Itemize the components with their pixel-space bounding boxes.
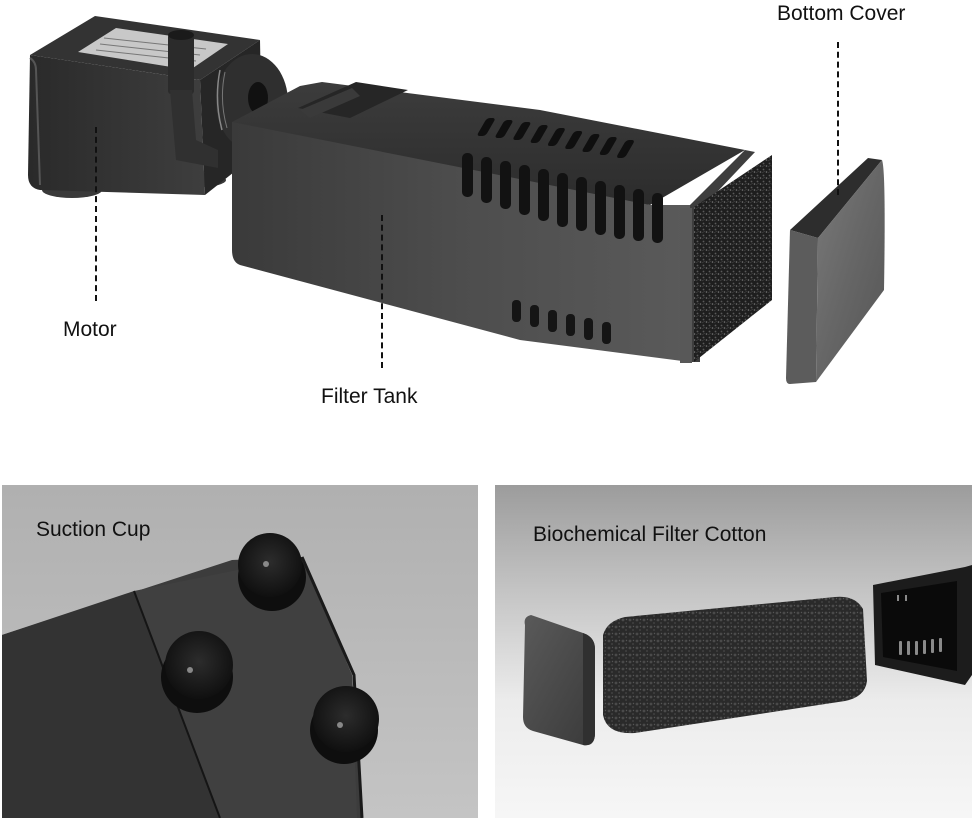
product-diagram: Bottom Cover Motor Filter Tank: [28, 2, 906, 408]
motor-label: Motor: [63, 318, 117, 341]
suction-cup-label: Suction Cup: [36, 518, 151, 541]
suction-cup-illustration: [2, 533, 379, 818]
filter-tank-label: Filter Tank: [321, 385, 418, 408]
bottom-cover-label: Bottom Cover: [777, 2, 906, 25]
filter-cotton-label: Biochemical Filter Cotton: [533, 523, 767, 546]
filter-cotton-panel: Biochemical Filter Cotton: [495, 485, 972, 818]
suction-cup-panel: Suction Cup: [2, 485, 478, 818]
filter-tank-leader-line: [381, 215, 383, 368]
filter-tank-illustration: [232, 82, 772, 363]
filter-cotton-illustration: [523, 565, 972, 746]
product-illustration: [28, 16, 885, 384]
motor-leader-line: [95, 127, 97, 301]
bottom-cover-illustration: [786, 158, 885, 384]
bottom-cover-leader-line: [837, 42, 839, 195]
